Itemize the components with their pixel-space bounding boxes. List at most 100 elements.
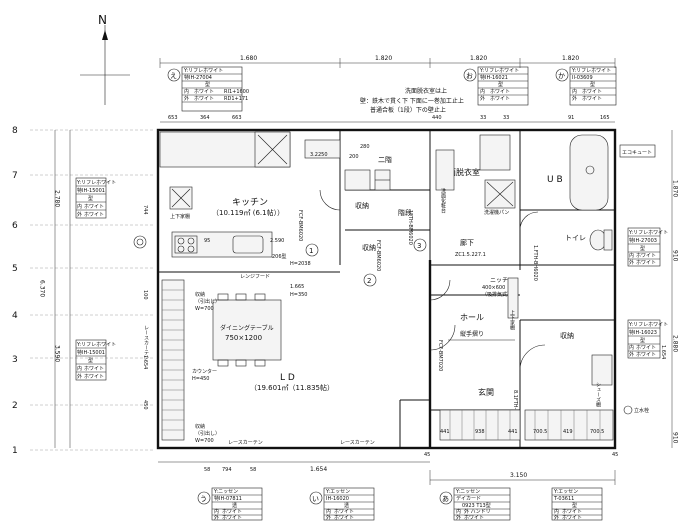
- row-axis-label: 7: [12, 171, 18, 181]
- label-refrigerator: 上下家棚: [170, 213, 190, 220]
- left-dim: 3.590: [54, 345, 61, 362]
- ld-area: L D （19.601㎡（11.835帖） 収納 （引出し） W=700 カウン…: [143, 279, 375, 446]
- note-line: 洗面脱衣室は上: [405, 87, 447, 95]
- legend-out-label: 外: [184, 95, 189, 102]
- top-sub-dim: 33: [480, 115, 486, 121]
- legend-in-label: 内: [480, 88, 485, 95]
- label-wash-base: 洗濯機パン: [484, 209, 509, 216]
- legend-in-val: ホワイト: [562, 509, 582, 515]
- compass: N: [80, 13, 130, 105]
- label-curtain: レースカーテン: [340, 440, 375, 446]
- label-curtain: レースカーテン: [228, 440, 263, 446]
- room-storage1: 収納: [355, 201, 369, 210]
- legend-type: 型: [640, 245, 645, 252]
- bottom-sub-dim: 441: [440, 429, 450, 435]
- top-sub-dim: 165: [600, 115, 610, 121]
- legend-out-label: 外: [629, 259, 634, 266]
- bottom-legend-2: い Y:エッセン IH-16020 透 内 ホワイト 外 ホワイト: [309, 487, 375, 521]
- label-dining-size: 750×1200: [225, 334, 262, 342]
- label-stand-water: 立水栓: [634, 407, 649, 414]
- label-upper-ceiling: 上下家棚: [509, 309, 515, 331]
- bottom-sub-dim: 45: [612, 452, 618, 458]
- bottom-sub-dim: 45: [424, 452, 430, 458]
- bottom-sub-dim: 794: [222, 467, 232, 473]
- legend-type: 型: [590, 81, 595, 88]
- row-axis-label: 8: [12, 126, 18, 136]
- legend-mark: う: [200, 495, 207, 503]
- legend-out-val: ホワイト: [562, 515, 582, 521]
- legend-spec: Y:エッセン: [553, 489, 578, 495]
- left-dim: 6.370: [39, 280, 46, 297]
- legend-in-val: ホワイト: [194, 89, 214, 95]
- bottom-sub-dim: 58: [204, 467, 210, 473]
- legend-code: 特IH-07811: [214, 495, 242, 502]
- top-dim: 1.820: [562, 55, 579, 62]
- label-dining-table: ダイニングテーブル: [220, 324, 274, 332]
- legend-out-label: 外: [456, 514, 461, 521]
- legend-code: 特IH-27004: [184, 74, 212, 81]
- legend-spec: Y:リフレホワイト: [183, 68, 223, 74]
- label-200: 200: [349, 154, 359, 160]
- bottom-sub-dim: 441: [508, 429, 518, 435]
- label-storage-note: 収納: [195, 291, 205, 298]
- bottom-legend-3: あ Y:ニッセン デイカード 0923 T13型 内 外 ハンドリ 外 ホワイト: [439, 487, 511, 521]
- legend-type: 型: [88, 195, 93, 202]
- room-storage3: 収納: [560, 331, 574, 340]
- legend-type: 型: [498, 81, 503, 88]
- legend-extra: RD1+171: [224, 96, 248, 102]
- legend-out-val: ホワイト: [636, 260, 656, 266]
- legend-in-label: 内: [572, 88, 577, 95]
- row-axis-label: 5: [12, 264, 18, 274]
- legend-out-val: ホワイト: [582, 96, 602, 102]
- legend-out-label: 外: [77, 211, 82, 218]
- legend-in-val: ホワイト: [84, 204, 104, 210]
- label-95: 95: [204, 238, 210, 244]
- left-dim: 450: [142, 400, 148, 410]
- stair-area: 二階 280 200 収納 収納 階段 FCF-BM6020 1FTH-BM60…: [297, 144, 427, 287]
- label-door: 1.FTH-BH6020: [532, 245, 538, 281]
- label-ref-dim: 2.590: [270, 238, 284, 244]
- label-door: FCF-BM6020: [297, 210, 303, 241]
- legend-code: 特IH-16023: [629, 329, 657, 336]
- room-kitchen: キッチン: [232, 197, 268, 208]
- room-stairs: 二階: [378, 155, 392, 164]
- legend-in-val: ホワイト: [490, 89, 510, 95]
- legend-code: T-03611: [553, 496, 574, 502]
- label-280: 280: [360, 144, 370, 150]
- label-door: FCF-BM6020: [375, 240, 381, 271]
- legend-mark: あ: [442, 495, 449, 503]
- legend-out-label: 外: [554, 514, 559, 521]
- legend-code: 特IH-15001: [77, 187, 105, 194]
- row-axis-label: 6: [12, 221, 18, 231]
- legend-code: 特IH-16021: [480, 74, 508, 81]
- label-storage-note: （引出し）: [195, 430, 220, 437]
- bottom-sub-dim: 700.5: [533, 429, 547, 435]
- bottom-sub-dim: 700.5: [590, 429, 604, 435]
- legend-out-val: ホワイト: [334, 515, 354, 521]
- label-counter-h: H=450: [192, 376, 210, 382]
- room-ld: L D: [280, 373, 295, 383]
- legend-out-val: ホワイト: [84, 374, 104, 380]
- legend-mark: え: [170, 72, 177, 80]
- legend-spec: Y:リフレホワイト: [571, 68, 611, 74]
- label-storage-note: 収納: [195, 423, 205, 430]
- top-note: 洗面脱衣室は上 壁：鉄木で貫く下 下面に一巻加工止上 普通合板（1段）下の壁止上: [360, 87, 464, 114]
- legend-in-label: 内: [77, 365, 82, 372]
- legend-out-label: 外: [480, 95, 485, 102]
- label-door: 1FTH-BM6020: [407, 210, 413, 245]
- top-legend-1: え Y:リフレホワイト 特IH-27004 型 内 ホワイト 外 ホワイト RI…: [167, 66, 249, 112]
- room-ub: U B: [547, 175, 563, 185]
- label-curtain: レースカーテン: [143, 325, 149, 360]
- label-wash-stand: 洗面化粧台: [440, 187, 446, 214]
- left-dim: 744: [142, 205, 148, 215]
- bottom-dim: 3.150: [510, 472, 527, 479]
- left-dim: 1.654: [142, 355, 148, 369]
- row-axis-label: 4: [12, 311, 18, 321]
- left-dim: 2.780: [54, 190, 61, 207]
- top-sub-dim: 653: [168, 115, 178, 121]
- top-sub-dim: 33: [503, 115, 509, 121]
- legend-out-label: 外: [629, 351, 634, 358]
- bottom-dimensions: 1.654 3.150 58 794 58 45 441 938 441 700…: [158, 429, 618, 485]
- left-dim: 100: [142, 290, 148, 300]
- legend-spec: Y:エッセン: [325, 489, 350, 495]
